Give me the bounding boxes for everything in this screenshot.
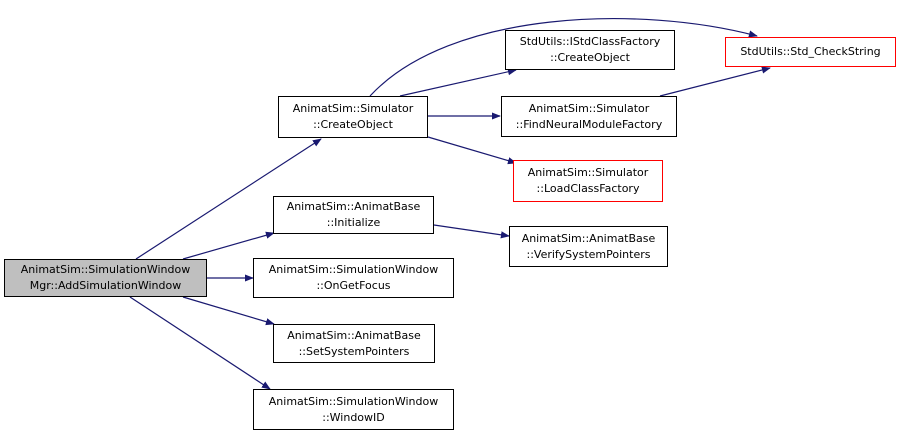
- node-label-line: Mgr::AddSimulationWindow: [29, 279, 182, 292]
- edge-create-object-to-std-check-string: [369, 18, 758, 97]
- node-add-simulation-window[interactable]: AnimatSim::SimulationWindow Mgr::AddSimu…: [4, 259, 207, 297]
- node-std-check-string[interactable]: StdUtils::Std_CheckString: [725, 37, 896, 67]
- node-simulation-window-on-get-focus[interactable]: AnimatSim::SimulationWindow ::OnGetFocus: [253, 258, 454, 298]
- node-label-line: ::CreateObject: [550, 51, 630, 64]
- node-label-line: AnimatSim::Simulator: [528, 101, 650, 115]
- edge-animatbase-initialize-to-verify-system-pointers: [433, 224, 510, 239]
- node-animatbase-initialize[interactable]: AnimatSim::AnimatBase ::Initialize: [273, 196, 434, 234]
- node-simulation-window-window-id[interactable]: AnimatSim::SimulationWindow ::WindowID: [253, 389, 454, 430]
- node-simulator-load-class-factory[interactable]: AnimatSim::Simulator ::LoadClassFactory: [513, 160, 663, 202]
- node-label-line: ::CreateObject: [313, 118, 393, 131]
- node-label-line: StdUtils::Std_CheckString: [740, 45, 881, 58]
- node-label-line: AnimatSim::SimulationWindow: [268, 394, 439, 408]
- node-label-line: StdUtils::IStdClassFactory: [519, 35, 661, 48]
- node-label-line: ::FindNeuralModuleFactory: [515, 117, 663, 131]
- node-animatbase-set-system-pointers[interactable]: AnimatSim::AnimatBase ::SetSystemPointer…: [273, 324, 435, 363]
- node-label-line: ::Initialize: [326, 216, 381, 229]
- node-simulator-find-neural-module-factory[interactable]: AnimatSim::Simulator ::FindNeuralModuleF…: [501, 96, 677, 137]
- edge-create-object-to-load-class-factory: [427, 136, 517, 165]
- edge-root-to-set-system-pointers: [182, 296, 275, 326]
- node-istd-class-factory-create-object[interactable]: StdUtils::IStdClassFactory ::CreateObjec…: [505, 30, 675, 70]
- edge-root-to-create-object: [135, 138, 322, 260]
- node-label-line: AnimatSim::AnimatBase: [287, 328, 421, 342]
- node-label-line: AnimatSim::SimulationWindow: [268, 263, 439, 276]
- node-simulator-create-object[interactable]: AnimatSim::Simulator ::CreateObject: [278, 96, 428, 138]
- node-label-line: ::LoadClassFactory: [536, 182, 640, 195]
- node-label-line: AnimatSim::Simulator: [292, 102, 414, 115]
- node-animatbase-verify-system-pointers[interactable]: AnimatSim::AnimatBase ::VerifySystemPoin…: [509, 226, 668, 267]
- node-label-line: ::OnGetFocus: [316, 279, 391, 292]
- node-label-line: AnimatSim::SimulationWindow: [20, 263, 191, 276]
- edge-root-to-window-id: [129, 296, 271, 390]
- node-label-line: ::VerifySystemPointers: [526, 247, 651, 261]
- node-label-line: ::SetSystemPointers: [298, 344, 410, 358]
- edge-find-neural-module-factory-to-std-check-string: [659, 66, 771, 97]
- node-label-line: AnimatSim::AnimatBase: [521, 231, 656, 245]
- node-label-line: AnimatSim::AnimatBase: [286, 200, 421, 213]
- edge-create-object-to-istd-create-object: [399, 68, 517, 97]
- node-label-line: ::WindowID: [322, 410, 385, 424]
- node-label-line: AnimatSim::Simulator: [527, 166, 649, 179]
- edge-root-to-animatbase-initialize: [182, 231, 275, 260]
